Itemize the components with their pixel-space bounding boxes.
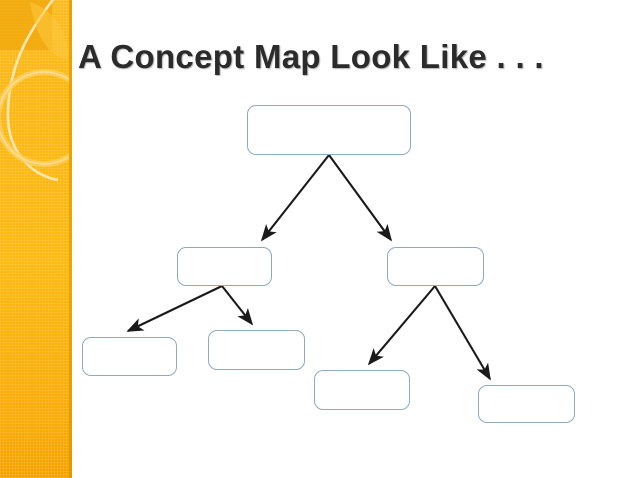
- concept-node-leaf-2[interactable]: [208, 330, 305, 370]
- decorative-sidebar: [0, 0, 72, 478]
- concept-node-branch-left[interactable]: [177, 247, 272, 286]
- edge-n3-n6: [367, 285, 436, 366]
- concept-node-leaf-3[interactable]: [314, 370, 410, 410]
- edge-n2-n4: [126, 285, 223, 332]
- sidebar-edge-line: [69, 0, 72, 478]
- edge-n2-n5: [221, 285, 254, 326]
- concept-node-leaf-4[interactable]: [478, 385, 575, 423]
- edge-n1-n2: [260, 154, 330, 242]
- edge-n3-n7: [434, 285, 491, 381]
- page-title: A Concept Map Look Like . . .: [78, 38, 544, 75]
- sidebar-circle-decoration: [0, 0, 72, 182]
- concept-node-root[interactable]: [247, 105, 411, 155]
- edge-n1-n3: [328, 154, 392, 242]
- concept-node-branch-right[interactable]: [387, 247, 484, 286]
- concept-node-leaf-1[interactable]: [82, 337, 177, 376]
